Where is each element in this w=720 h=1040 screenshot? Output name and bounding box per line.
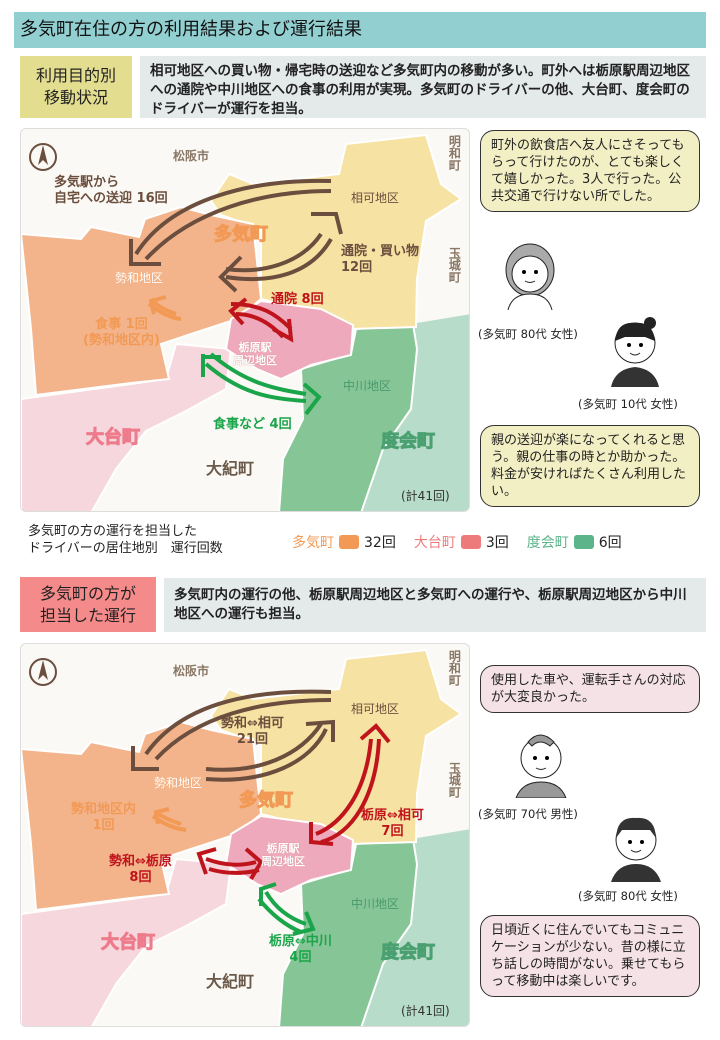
region-seiwa [21,205,263,397]
car-icon [460,535,481,549]
avatar-elderly-man-icon [515,734,567,798]
place-taki: 多気町 [214,224,269,246]
flow-label: 多気駅から自宅への送迎 16回 [54,175,168,206]
section1-tag: 利用目的別 移動状況 [20,56,132,118]
map-operations: 松阪市 明和町 玉城町 相可地区 多気町 勢和地区 栃原駅周辺地区 中川地区 大… [20,643,470,1027]
place-odai: 大台町 [86,427,141,449]
place-tochihara: 栃原駅周辺地区 [233,341,277,368]
total-count: (計41回) [401,489,450,503]
place-meiwa: 明和町 [447,650,462,686]
section1-description: 相可地区への買い物・帰宅時の送迎など多気町内の移動が多い。町外へは栃原駅周辺地区… [140,56,706,118]
comment-bubble: 親の送迎が楽になってくれると思う。親の仕事の時とか助かった。料金が安ければたくさ… [480,425,700,507]
flow-arrow [129,178,332,266]
place-ouka: 相可地区 [351,702,400,716]
flow-label: 食事 1回(勢和地区内) [83,317,160,348]
place-tochihara: 栃原駅周辺地区 [261,842,305,869]
place-tamaki: 玉城町 [447,762,462,798]
avatar-girl-icon [611,317,659,387]
flow-arrow [147,295,182,321]
flow-arrow [201,352,322,416]
commenter-label: (多気町 80代 女性) [578,889,678,903]
place-taki: 多気町 [239,790,294,812]
comment-bubble: 町外の飲食店へ友人にさそってもらって行けたのが、とても楽しくて嬉しかった。3人で… [480,130,700,212]
comment-bubble: 日頃近くに住んでいてもコミュニケーションが少ない。昔の様に立ち話しの時間がない。… [480,915,700,997]
tag-line: 利用目的別 [35,66,116,85]
north-compass-icon [29,143,57,171]
car-icon [573,535,594,549]
place-seiwa: 勢和地区 [115,271,164,285]
place-nakagawa: 中川地区 [343,379,392,393]
car-icon [339,535,359,549]
place-watarai: 度会町 [381,942,436,964]
flow-arrow [309,723,391,846]
page-title: 多気町在住の方の利用結果および運行結果 [14,12,706,48]
place-matsusaka: 松阪市 [173,664,210,678]
place-seiwa: 勢和地区 [154,776,203,790]
place-matsusaka: 松阪市 [173,149,210,163]
flow-arrow [257,882,316,936]
place-odai: 大台町 [101,932,156,954]
comment-bubble: 使用した車や、運転手さんの対応が大変良かった。 [480,665,700,713]
flow-arrow [228,297,294,343]
tag-line: 移動状況 [43,88,108,107]
place-ouka: 相可地区 [351,191,400,205]
avatar-woman-icon [611,817,661,882]
section2-tag: 多気町の方が担当した運行 [20,577,156,632]
flow-arrow [218,212,343,293]
commenter-label: (多気町 80代 女性) [478,327,578,341]
avatar-elderly-woman-icon [505,243,555,310]
commenter-label: (多気町 70代 男性) [478,807,578,821]
commenter-label: (多気町 10代 女性) [578,397,678,411]
section2-description: 多気町内の運行の他、栃原駅周辺地区と多気町への運行や、栃原駅周辺地区から中川地区… [164,578,706,632]
total-count: (計41回) [401,1004,450,1018]
place-taiki: 大紀町 [206,459,255,478]
flow-arrow [196,847,264,881]
map-usage-purpose: 松阪市 明和町 玉城町 相可地区 多気町 勢和地区 栃原駅周辺地区 中川地区 大… [20,128,470,512]
flow-arrow [151,807,187,832]
map-base [21,133,469,511]
drivers-caption: 多気町の方の運行を担当したドライバーの居住地別 運行回数 [28,524,223,556]
flow-label: 食事など 4回 [213,417,292,432]
north-compass-icon [29,658,57,686]
place-meiwa: 明和町 [447,135,462,171]
place-watarai: 度会町 [381,431,436,453]
place-taiki: 大紀町 [206,972,255,991]
region-nakagawa [278,322,419,511]
flow-label: 通院 8回 [271,292,324,307]
map-base [21,648,469,1026]
place-tamaki: 玉城町 [447,247,462,283]
region-watarai-light [361,314,469,511]
place-nakagawa: 中川地区 [351,897,400,911]
flow-arrow [131,689,335,782]
